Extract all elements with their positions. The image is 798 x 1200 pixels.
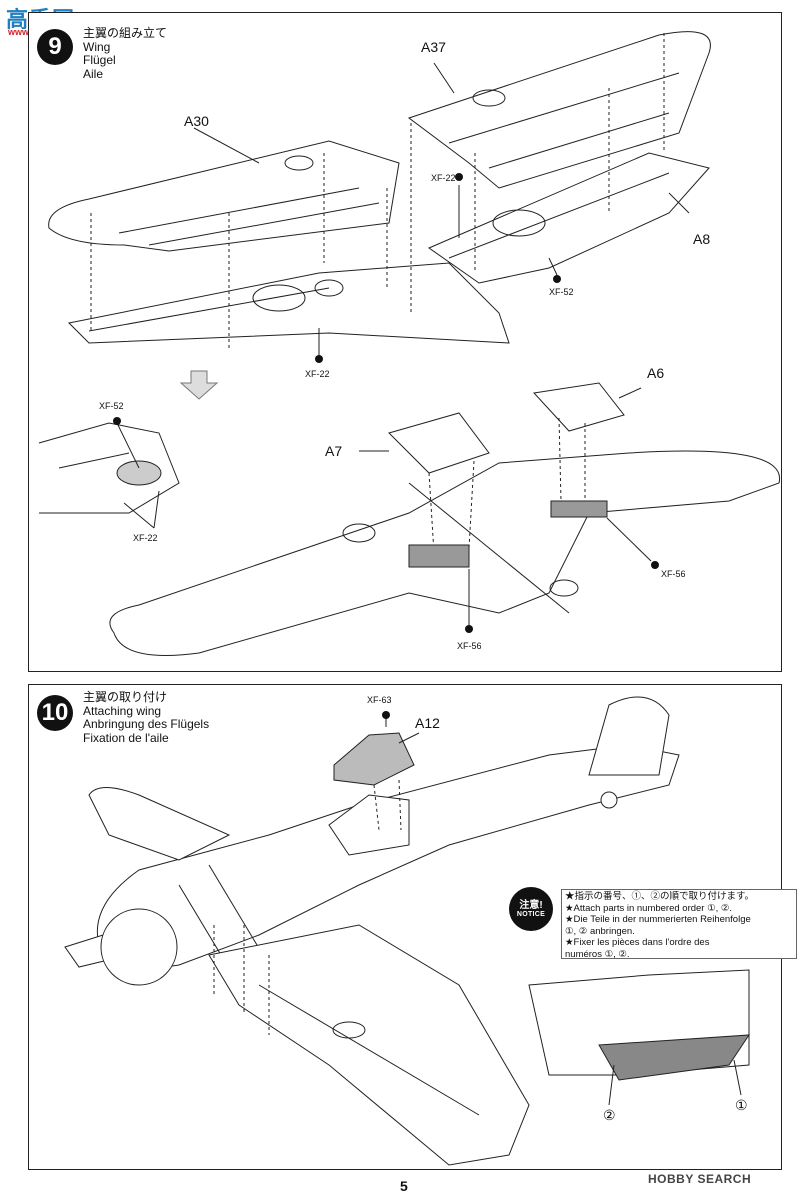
- step-10-title-de: Anbringung des Flügels: [83, 717, 210, 731]
- part-label-a37: A37: [421, 39, 446, 55]
- hobby-search-watermark: HOBBY SEARCH: [648, 1172, 752, 1186]
- notice-text: ★指示の番号、①、②の順で取り付けます。 ★Attach parts in nu…: [565, 891, 754, 960]
- notice-line: numéros ①, ②.: [565, 948, 630, 960]
- part-label-a12: A12: [415, 715, 440, 731]
- step-10-number: 10: [37, 695, 73, 731]
- part-label-a6: A6: [647, 365, 665, 381]
- notice-line: ★Die Teile in der nummerierten Reihenfol…: [565, 914, 751, 925]
- step-9-title-fr: Aile: [83, 66, 104, 81]
- wing-attachment-drawing: [64, 696, 750, 1166]
- step-9-title-jp: 主翼の組み立て: [83, 26, 168, 40]
- step-9-titles: 主翼の組み立て Wing Flügel Aile: [83, 26, 168, 81]
- notice-line: ★Fixer les pièces dans l'ordre des: [565, 937, 710, 948]
- color-label-xf52-inset: XF-52: [99, 401, 124, 411]
- step-9-title-en: Wing: [83, 39, 111, 54]
- notice-line: ①, ② anbringen.: [565, 925, 635, 937]
- color-label-xf22-top: XF-22: [431, 173, 456, 183]
- notice-badge: 注意! NOTICE: [509, 887, 553, 931]
- color-label-xf56-bottom: XF-56: [457, 641, 482, 651]
- wing-assembly-drawing: [38, 31, 781, 656]
- step-10-title-fr: Fixation de l'aile: [83, 730, 169, 745]
- part-label-a7: A7: [325, 443, 343, 459]
- step-10-panel: 10 主翼の取り付け Attaching wing Anbringung des…: [28, 684, 797, 1170]
- notice-badge-jp: 注意!: [519, 899, 543, 911]
- notice-badge-en: NOTICE: [516, 910, 546, 918]
- step-9-number: 9: [37, 29, 73, 65]
- step-9-panel: 9 主翼の組み立て Wing Flügel Aile A37 A30 A8 A7…: [28, 12, 782, 672]
- color-label-xf56-right: XF-56: [661, 569, 686, 579]
- page-number: 5: [400, 1178, 408, 1194]
- step-9-title-de: Flügel: [83, 53, 116, 67]
- step-10-title-en: Attaching wing: [83, 703, 162, 718]
- color-label-xf52-right: XF-52: [549, 287, 574, 297]
- part-label-a8: A8: [693, 231, 711, 247]
- order-marker-2: ②: [603, 1107, 616, 1123]
- order-marker-1: ①: [735, 1097, 748, 1113]
- color-label-xf22-inset: XF-22: [133, 533, 158, 543]
- part-label-a30: A30: [184, 113, 209, 129]
- notice-line: ★Attach parts in numbered order ①, ②.: [565, 902, 733, 914]
- notice-box: [561, 889, 797, 959]
- step-10-titles: 主翼の取り付け Attaching wing Anbringung des Fl…: [83, 690, 210, 745]
- step-10-title-jp: 主翼の取り付け: [83, 690, 168, 704]
- notice-line: ★指示の番号、①、②の順で取り付けます。: [565, 891, 755, 902]
- color-label-xf22-bottom: XF-22: [305, 369, 330, 379]
- color-label-xf63: XF-63: [367, 695, 392, 705]
